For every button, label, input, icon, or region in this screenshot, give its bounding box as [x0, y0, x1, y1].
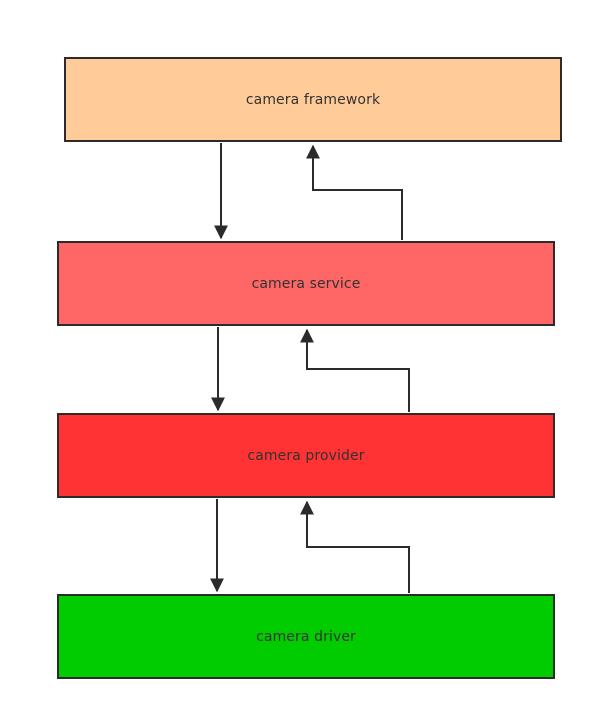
camera-provider-box: camera provider: [57, 413, 555, 498]
camera-driver-box: camera driver: [57, 594, 555, 679]
camera-framework-box: camera framework: [64, 57, 562, 142]
camera-driver-label: camera driver: [256, 628, 356, 645]
camera-service-box: camera service: [57, 241, 555, 326]
edge-provider-to-service: [300, 328, 410, 412]
edge-service-to-framework: [306, 144, 403, 240]
camera-service-label: camera service: [251, 275, 361, 292]
camera-framework-label: camera framework: [245, 91, 381, 108]
camera-provider-label: camera provider: [247, 447, 365, 464]
edge-driver-to-provider: [300, 500, 410, 593]
